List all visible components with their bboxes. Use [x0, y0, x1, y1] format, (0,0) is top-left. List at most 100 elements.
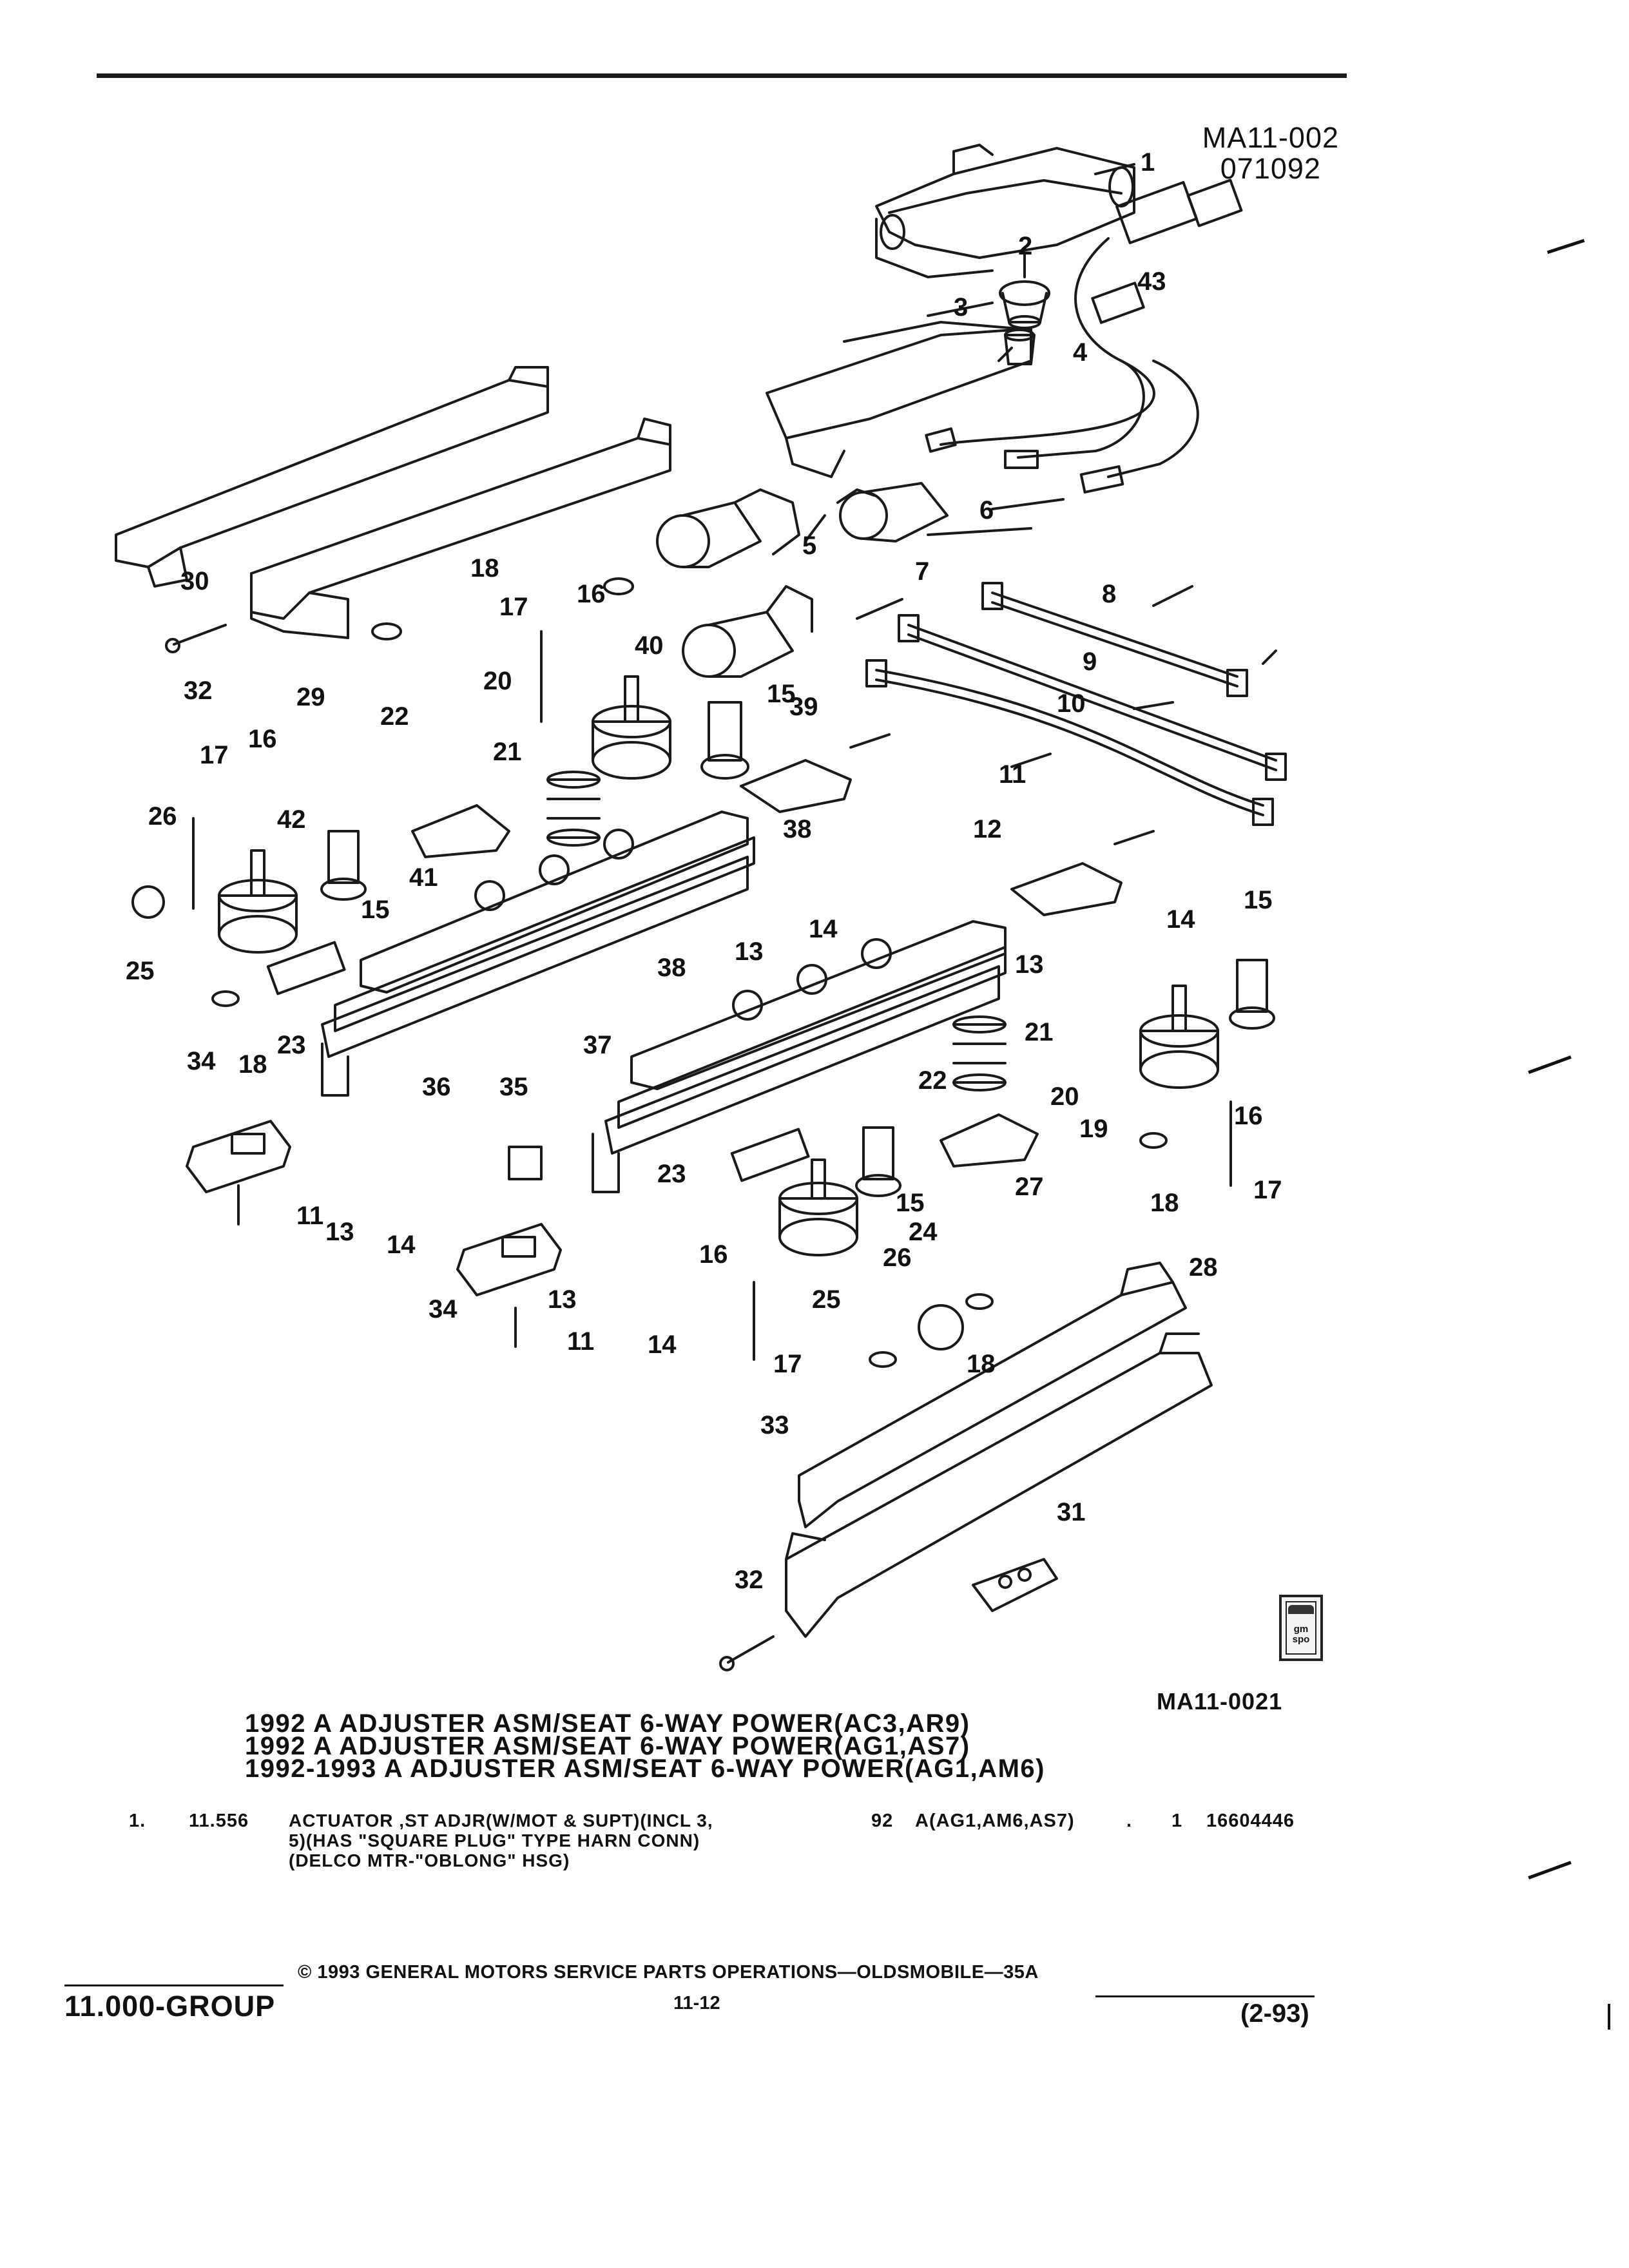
callout-6: 6: [979, 496, 994, 524]
callout-16: 16: [1234, 1102, 1263, 1130]
part-2-grommet: [1000, 282, 1049, 328]
callout-36: 36: [422, 1073, 451, 1101]
callout-15: 15: [1244, 886, 1273, 914]
part-15-gear: [856, 1128, 900, 1196]
logo-text: gm spo: [1286, 1601, 1316, 1655]
callout-19: 19: [1079, 1115, 1108, 1143]
footer-rule-left: [64, 1984, 284, 1986]
part-8-cable: [983, 583, 1247, 696]
item-number: 1.: [129, 1811, 146, 1831]
footer-rule-right: [1095, 1995, 1315, 1997]
illustration-code: MA11-002: [1202, 121, 1339, 154]
callout-25: 25: [126, 957, 155, 985]
callout-20: 20: [483, 667, 512, 695]
callout-13: 13: [325, 1218, 354, 1246]
gm-spo-logo: gm spo: [1279, 1595, 1323, 1661]
part-34-cover: [458, 1224, 561, 1295]
callout-5: 5: [802, 532, 816, 560]
part-34-cover: [187, 1121, 290, 1192]
quantity: 1: [1171, 1811, 1183, 1831]
part-23-connector: [268, 943, 809, 1181]
part-25-washer: [133, 887, 963, 1349]
part-number: 16604446: [1206, 1811, 1295, 1831]
edge-mark: [1528, 1861, 1572, 1879]
part-9-cable: [899, 615, 1286, 780]
part-42-gearbox: [219, 850, 296, 952]
screw-32b: [720, 1637, 773, 1670]
callout-18: 18: [967, 1350, 996, 1378]
callout-32: 32: [735, 1566, 764, 1594]
part-18-washer: [213, 579, 1166, 1367]
callout-29: 29: [296, 683, 325, 711]
part-28-trim: [786, 1334, 1211, 1637]
footer-page-number: 11-12: [673, 1993, 720, 2013]
screw-11: [238, 735, 1153, 1347]
callout-13: 13: [548, 1285, 577, 1314]
callout-26: 26: [883, 1244, 912, 1272]
callout-13: 13: [1015, 950, 1044, 979]
callout-33: 33: [760, 1411, 789, 1439]
callout-35: 35: [499, 1073, 528, 1101]
title-line-2: 1992 A ADJUSTER ASM/SEAT 6-WAY POWER(AG1…: [245, 1732, 970, 1760]
part-19-gearbox: [1141, 986, 1218, 1088]
edge-mark: [1608, 2004, 1610, 2030]
callout-15: 15: [767, 680, 796, 708]
callout-16: 16: [699, 1240, 728, 1269]
callout-32: 32: [184, 677, 213, 705]
part-40-gearbox: [593, 677, 670, 778]
callout-21: 21: [493, 738, 522, 766]
callout-24: 24: [909, 1218, 938, 1246]
model-year: 92: [871, 1811, 894, 1831]
part-27-bracket: [941, 1115, 1037, 1166]
callout-30: 30: [180, 567, 209, 595]
callout-14: 14: [1166, 905, 1195, 934]
callout-20: 20: [1050, 1082, 1079, 1111]
part-17-stud: [193, 631, 1231, 1360]
part-33-trim: [799, 1263, 1186, 1527]
callout-34: 34: [187, 1047, 216, 1075]
adjuster-titles: 1992 A ADJUSTER ASM/SEAT 6-WAY POWER(AC3…: [245, 1711, 1045, 1782]
callout-10: 10: [1057, 689, 1086, 718]
callout-23: 23: [657, 1160, 686, 1188]
callout-39: 39: [789, 693, 818, 721]
callout-40: 40: [635, 631, 664, 660]
callout-31: 31: [1057, 1498, 1086, 1526]
callout-38: 38: [783, 815, 812, 843]
part-15-gear: [702, 702, 748, 778]
illustration-codes: MA11-002 071092: [1202, 122, 1339, 184]
callout-1: 1: [1141, 148, 1155, 177]
callout-12: 12: [973, 815, 1002, 843]
usage-dot: .: [1126, 1811, 1133, 1831]
callout-38: 38: [657, 954, 686, 982]
footer-group: 11.000-GROUP: [64, 1990, 276, 2023]
callout-3: 3: [954, 293, 968, 322]
header-rule: [97, 73, 1347, 78]
callout-34: 34: [429, 1295, 458, 1323]
callout-11: 11: [296, 1202, 323, 1230]
callout-26: 26: [148, 802, 177, 831]
part-1-actuator: [876, 145, 1134, 277]
part-35-clip: [509, 1147, 541, 1179]
footer-date: (2-93): [1240, 1999, 1309, 2028]
part-41-bracket: [412, 805, 509, 857]
callout-41: 41: [409, 863, 438, 892]
exploded-parts-diagram: 1234567891011111112131313131414141415151…: [0, 0, 1629, 1707]
callout-15: 15: [361, 896, 390, 924]
callout-43: 43: [1137, 267, 1166, 296]
callout-28: 28: [1189, 1253, 1218, 1282]
diagram-reference-code: MA11-0021: [1157, 1688, 1283, 1715]
callout-11: 11: [567, 1327, 594, 1356]
description-line-1: ACTUATOR ,ST ADJR(W/MOT & SUPT)(INCL 3,: [289, 1811, 713, 1831]
callout-16: 16: [248, 725, 277, 753]
part-30-rail-cover: [116, 367, 548, 586]
callout-14: 14: [648, 1331, 677, 1359]
callout-18: 18: [238, 1050, 267, 1079]
part-12-bracket: [1012, 863, 1121, 915]
callout-22: 22: [380, 702, 409, 731]
description-line-2: 5)(HAS "SQUARE PLUG" TYPE HARN CONN): [289, 1831, 700, 1850]
callout-9: 9: [1083, 648, 1097, 676]
part-39-bracket: [741, 760, 851, 812]
callout-37: 37: [583, 1031, 612, 1059]
callout-18: 18: [470, 554, 499, 582]
